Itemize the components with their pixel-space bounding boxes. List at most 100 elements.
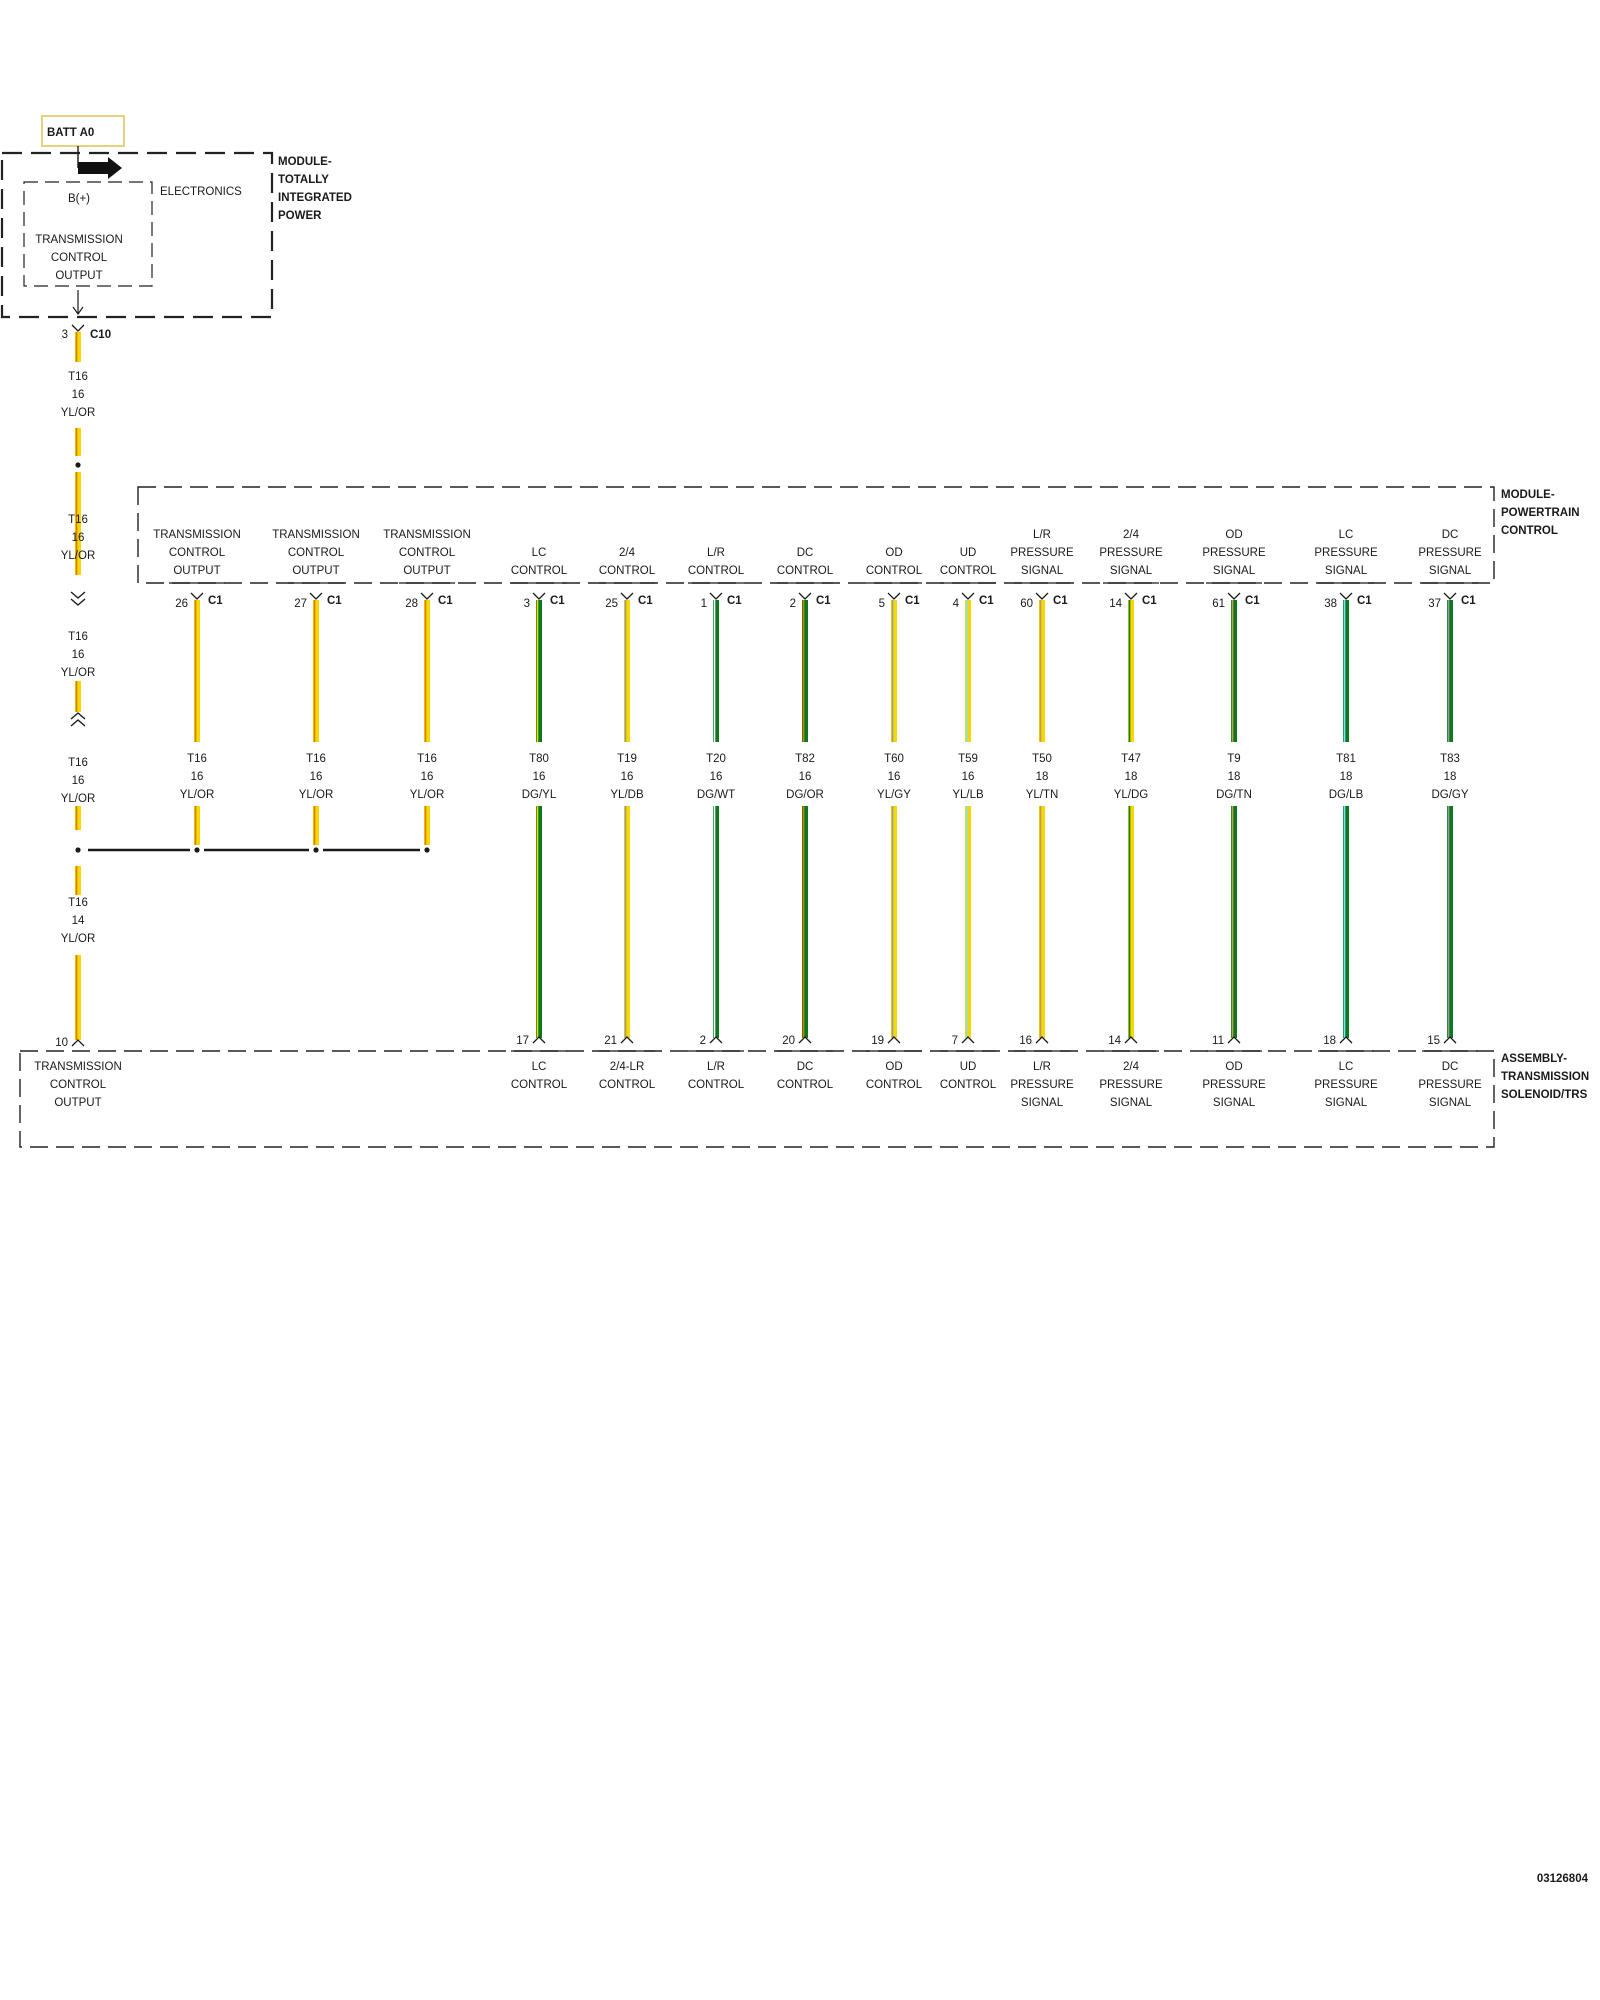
- feed-wire-label: T16: [68, 371, 88, 383]
- pcm-c1-terminal: [798, 592, 812, 600]
- wire-lower: [891, 806, 897, 1038]
- trs-terminal: [961, 1036, 975, 1044]
- trs-pin-label: PRESSURE: [1418, 1079, 1482, 1091]
- pcm-c1-terminal: [1443, 592, 1457, 600]
- trs-frame: [19, 1050, 1495, 1148]
- tipm-output-label: OUTPUT: [55, 270, 102, 282]
- wire-label: DG/WT: [697, 789, 735, 801]
- feed-wire-label: YL/OR: [61, 793, 96, 805]
- wire-lower: [313, 806, 319, 845]
- pcm-pin-label: SIGNAL: [1325, 565, 1368, 577]
- pcm-pin-label: CONTROL: [511, 565, 568, 577]
- trs-pin-label: UD: [960, 1061, 977, 1073]
- pcm-conn-label: C1: [1053, 595, 1068, 607]
- feed-wire-label: T16: [68, 514, 88, 526]
- wire-label: T16: [417, 753, 437, 765]
- inline-connector-2: [70, 712, 86, 727]
- wire-upper: [1447, 600, 1453, 742]
- trs-pin-label: L/R: [707, 1061, 725, 1073]
- pcm-name: CONTROL: [1501, 525, 1558, 537]
- pcm-pin-label: TRANSMISSION: [272, 529, 360, 541]
- pcm-pin-number: 61: [1212, 598, 1225, 610]
- pcm-pin-number: 14: [1109, 598, 1122, 610]
- trs-pin-label: 2/4-LR: [610, 1061, 645, 1073]
- splice-dot: [424, 847, 430, 853]
- pcm-c1-terminal: [190, 592, 204, 600]
- pcm-c1-terminal: [1124, 592, 1138, 600]
- pcm-pin-label: CONTROL: [169, 547, 226, 559]
- pcm-name: POWERTRAIN: [1501, 507, 1580, 519]
- feed-wire-seg-7: [75, 955, 81, 1040]
- trs-pin-label: PRESSURE: [1202, 1079, 1266, 1091]
- batt-label: BATT A0: [47, 127, 94, 139]
- feed-wire-seg-4: [75, 681, 81, 712]
- pcm-name: MODULE-: [1501, 489, 1555, 501]
- trs-pin-number: 19: [871, 1035, 884, 1047]
- pcm-conn-label: C1: [208, 595, 223, 607]
- pcm-c1-terminal: [620, 592, 634, 600]
- pcm-pin-label: PRESSURE: [1202, 547, 1266, 559]
- trs-left-label: TRANSMISSION: [34, 1061, 122, 1073]
- pcm-pin-number: 3: [524, 598, 530, 610]
- tipm-name: TOTALLY: [278, 174, 329, 186]
- feed-wire-label: T16: [68, 631, 88, 643]
- wire-label: 16: [799, 771, 812, 783]
- trs-pin-label: SIGNAL: [1213, 1097, 1256, 1109]
- diagram-id: 03126804: [1537, 1873, 1589, 1885]
- pcm-conn-label: C1: [1142, 595, 1157, 607]
- wire-label: T59: [958, 753, 978, 765]
- wire-lower: [1039, 806, 1045, 1038]
- pcm-conn-label: C1: [905, 595, 920, 607]
- trs-pin-label: DC: [1442, 1061, 1459, 1073]
- power-arrow-icon: [78, 157, 122, 179]
- pcm-pin-label: TRANSMISSION: [153, 529, 241, 541]
- trs-pin-label: CONTROL: [511, 1079, 568, 1091]
- trs-pin-10-terminal: [71, 1039, 85, 1047]
- pcm-pin-label: SIGNAL: [1021, 565, 1064, 577]
- bplus-label: B(+): [68, 193, 90, 205]
- trs-pin-label: SIGNAL: [1325, 1097, 1368, 1109]
- connector-marks: [70, 324, 1457, 1047]
- trs-terminal: [1227, 1036, 1241, 1044]
- wire-label: 16: [621, 771, 634, 783]
- trs-pin-label: LC: [1339, 1061, 1354, 1073]
- batt-box: [41, 115, 125, 147]
- trs-pin-label: PRESSURE: [1314, 1079, 1378, 1091]
- trs-left-label: OUTPUT: [54, 1097, 101, 1109]
- trs-terminal: [709, 1036, 723, 1044]
- wire-label: YL/LB: [952, 789, 984, 801]
- wire-label: T82: [795, 753, 815, 765]
- pcm-pin-label: LC: [1339, 529, 1354, 541]
- pcm-conn-label: C1: [438, 595, 453, 607]
- trs-terminal: [532, 1036, 546, 1044]
- wire-label: T81: [1336, 753, 1356, 765]
- wire-label: 18: [1228, 771, 1241, 783]
- tipm-output-label: CONTROL: [51, 252, 108, 264]
- wire-lower: [802, 806, 808, 1038]
- feed-wire-seg-3: [75, 472, 81, 575]
- feed-wire-label: T16: [68, 757, 88, 769]
- pcm-conn-label: C1: [727, 595, 742, 607]
- feed-wire-label: 16: [72, 649, 85, 661]
- pcm-c1-terminal: [887, 592, 901, 600]
- feed-splice-top: [75, 462, 81, 468]
- pcm-pin-label: CONTROL: [777, 565, 834, 577]
- feed-splice: [75, 847, 81, 853]
- feed-wire-label: YL/OR: [61, 407, 96, 419]
- trs-terminal: [620, 1036, 634, 1044]
- tipm-electronics-frame: [23, 181, 153, 287]
- wire-upper: [1343, 600, 1349, 742]
- pcm-pin-label: CONTROL: [399, 547, 456, 559]
- wire-label: T9: [1227, 753, 1240, 765]
- pcm-c1-terminal: [1035, 592, 1049, 600]
- wire-label: YL/OR: [180, 789, 215, 801]
- trs-pin-label: SIGNAL: [1021, 1097, 1064, 1109]
- wire-upper: [965, 600, 971, 742]
- trs-pin-number: 16: [1019, 1035, 1032, 1047]
- feed-wire-label: 16: [72, 775, 85, 787]
- wire-lower: [1128, 806, 1134, 1038]
- wire-label: 16: [710, 771, 723, 783]
- trs-pin-label: SIGNAL: [1110, 1097, 1153, 1109]
- pcm-pin-number: 1: [701, 598, 707, 610]
